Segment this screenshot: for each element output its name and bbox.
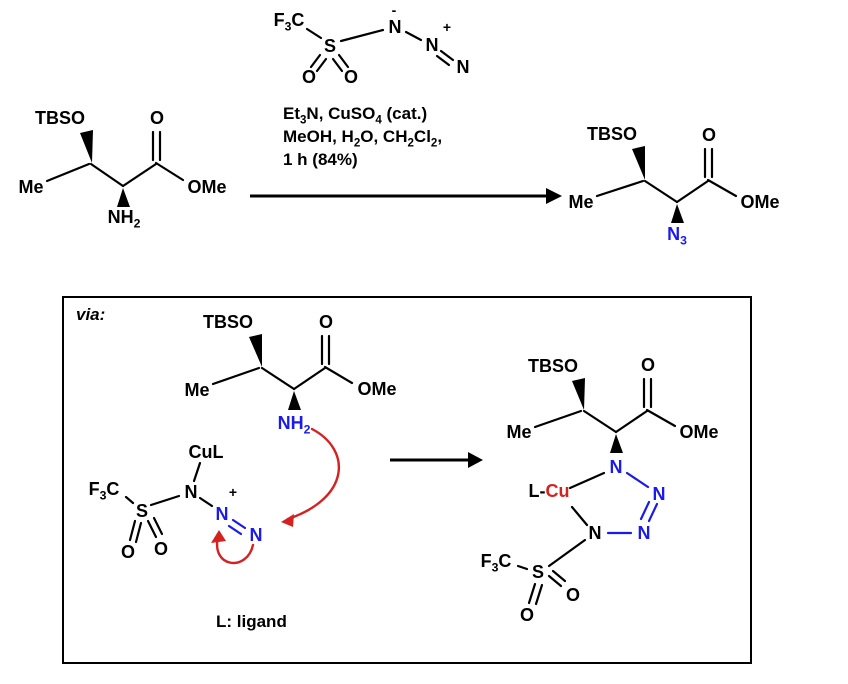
reaction-arrow (250, 188, 562, 204)
cu-label: Cu (545, 481, 570, 501)
atom-carbonyl-o-substrate: O (149, 108, 165, 128)
atom-me-intermediate: Me (506, 422, 532, 442)
atom-ring-n4: N (588, 523, 602, 543)
atom-o-right-cu: O (153, 539, 169, 559)
atom-ome-mech: OMe (357, 379, 397, 399)
intermediate-bonds (516, 377, 677, 606)
via-label: via: (76, 305, 106, 324)
atom-o2-intermediate: O (565, 585, 581, 605)
substrate-bonds (45, 130, 185, 207)
atom-n3-cu: N (249, 525, 263, 545)
mechanism-substrate-bonds (211, 334, 354, 410)
conditions-line-3: 1 h (84%) (283, 150, 358, 169)
atom-nh2-mech: NH2 (277, 413, 311, 437)
mechanism-cu-azide-bonds (124, 461, 247, 544)
charge-plus-top: + (442, 19, 452, 35)
atom-f3c-intermediate: F3C (480, 551, 512, 575)
atom-s-cu: S (135, 501, 149, 521)
atom-ring-n1: N (609, 457, 623, 477)
atom-s-intermediate: S (531, 562, 545, 582)
atom-ome-substrate: OMe (187, 177, 227, 197)
atom-tbso-intermediate: TBSO (527, 356, 579, 376)
atom-me-mech: Me (184, 380, 210, 400)
atom-ring-n3: N (637, 523, 651, 543)
atom-o-left-cu: O (120, 542, 136, 562)
charge-minus-top: - (391, 2, 397, 18)
atom-nh2-substrate: NH2 (107, 207, 141, 231)
triflyl-azide-bonds (305, 27, 455, 73)
ligand-l-label: L- (528, 481, 546, 501)
curly-arrow-amine-attack (281, 427, 340, 527)
atom-ome-intermediate: OMe (679, 422, 719, 442)
atom-f3c-cu: F3C (88, 479, 120, 503)
atom-me-substrate: Me (18, 177, 44, 197)
atom-n2-top: N (425, 35, 439, 55)
conditions-line-2: MeOH, H2O, CH2Cl2, (283, 127, 443, 150)
conditions-line-1: Et3N, CuSO4 (cat.) (283, 104, 428, 127)
atom-cul: CuL (188, 442, 224, 462)
atom-o-right-top: O (343, 67, 359, 87)
atom-tbso-product: TBSO (586, 124, 638, 144)
atom-ome-product: OMe (740, 192, 780, 212)
atom-carbonyl-o-product: O (701, 125, 717, 145)
atom-n3-top: N (456, 57, 470, 77)
atom-ring-n2: N (652, 484, 666, 504)
atom-l-cu-intermediate: L-Cu (529, 482, 570, 500)
atom-tbso-mech: TBSO (202, 312, 254, 332)
atom-n2-cu: N (215, 504, 229, 524)
atom-o1-intermediate: O (519, 605, 535, 625)
atom-o-left-top: O (301, 67, 317, 87)
atom-me-product: Me (568, 192, 594, 212)
atom-carbonyl-o-intermediate: O (640, 355, 656, 375)
atom-f3c-top: F3C (273, 10, 305, 34)
atom-tbso-substrate: TBSO (34, 108, 86, 128)
mechanism-arrow (390, 452, 483, 468)
atom-s-top: S (323, 36, 337, 56)
ligand-note: L: ligand (216, 612, 287, 631)
product-bonds (595, 146, 738, 223)
curly-arrow-azide-loop (211, 530, 255, 564)
atom-n1-cu: N (184, 482, 198, 502)
charge-plus-cu: + (228, 484, 238, 500)
atom-carbonyl-o-mech: O (318, 312, 334, 332)
atom-n3-product: N3 (667, 224, 687, 248)
atom-n1-top: N (388, 17, 402, 37)
mechanism-box (62, 296, 752, 664)
